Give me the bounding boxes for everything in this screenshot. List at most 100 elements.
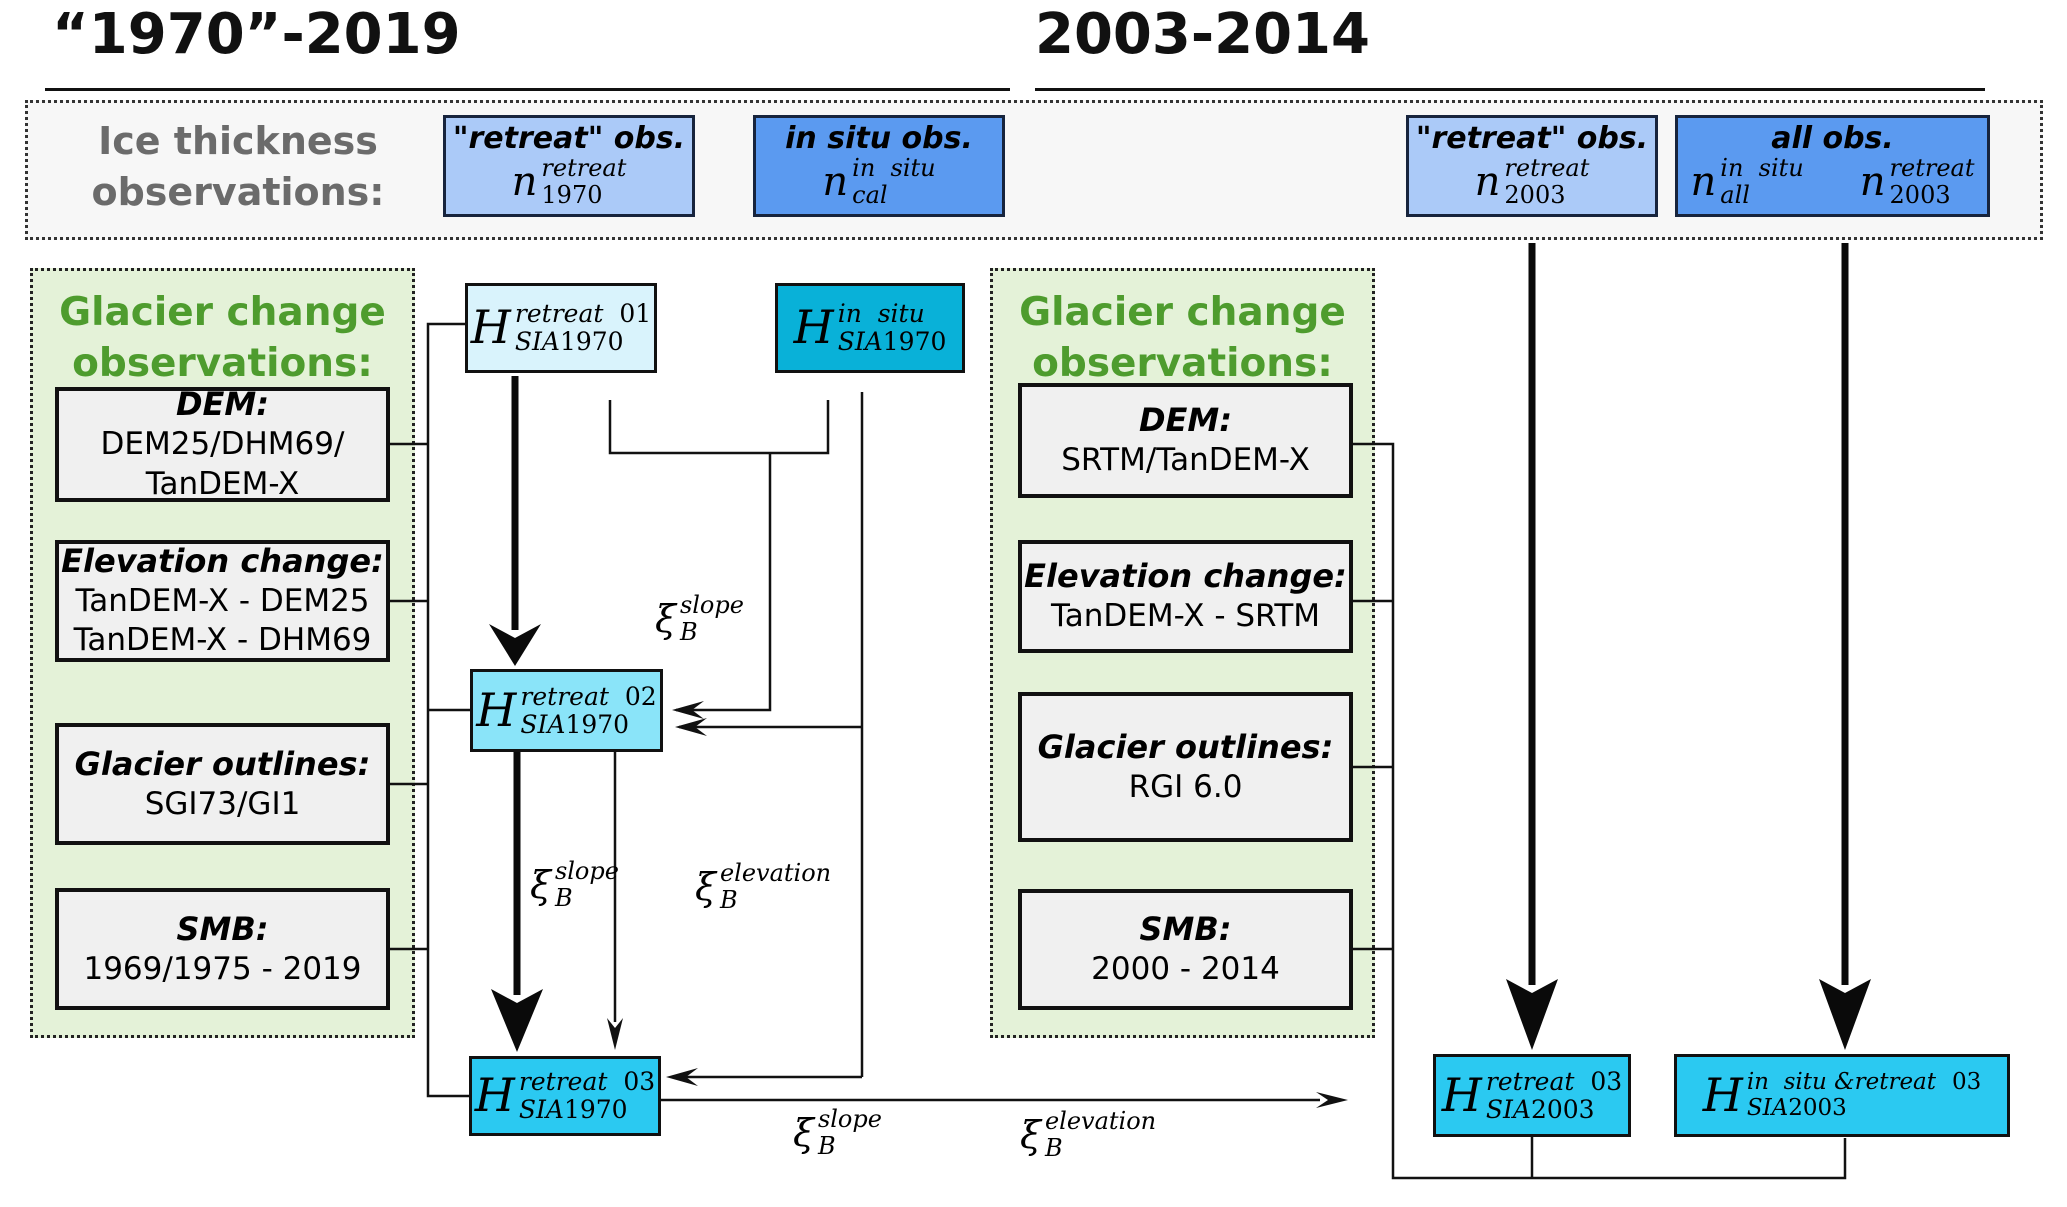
xi-sub: B [1044, 1133, 1063, 1162]
obs-box-insitu-cal: in situ obs. n in situ cal [753, 115, 1005, 217]
n-all-retreat-formula: n retreat 2003 [1860, 154, 1975, 209]
formula-sub-roman: 1970 [541, 180, 603, 209]
formula-sup-italic: in situ &retreat [1746, 1068, 1937, 1095]
formula-base: H [474, 1068, 515, 1123]
xi-sub: B [719, 885, 738, 914]
right-elevation-box: Elevation change: TanDEM-X - SRTM [1018, 540, 1353, 653]
xi-elevation-label-bottom: ξ elevation B [1020, 1108, 1156, 1162]
dem-heading: DEM: [175, 385, 270, 424]
xi-base: ξ [530, 862, 551, 907]
panel-title-line1: Glacier change [1019, 290, 1346, 335]
formula-sub-italic: SIA [1485, 1094, 1531, 1124]
slope-feedback-to-h02 [676, 453, 772, 712]
dem-line2: TanDEM-X [145, 465, 300, 502]
formula-sub-roman: 2003 [1788, 1094, 1847, 1121]
obs-box-retreat-1970: "retreat" obs. n retreat 1970 [443, 115, 695, 217]
formula-sub-roman: 2003 [1504, 180, 1566, 209]
left-smb-box: SMB: 1969/1975 - 2019 [55, 888, 390, 1010]
formula-sub-roman: 1970 [559, 327, 624, 356]
arrowhead-h02-h03 [607, 1018, 623, 1050]
elevation-heading: Elevation change: [61, 541, 384, 580]
n-retreat-1970-formula: n retreat 1970 [512, 154, 627, 209]
left-elevation-box: Elevation change: TanDEM-X - DEM25 TanDE… [55, 540, 390, 662]
formula-sup-italic: retreat [1504, 153, 1590, 182]
right-title-underline [1035, 88, 1985, 91]
obs-box-title: in situ obs. [785, 121, 973, 157]
panel-title-line2: observations: [1032, 340, 1333, 386]
formula-sup-italic: in situ [852, 153, 936, 182]
right-smb-box: SMB: 2000 - 2014 [1018, 889, 1353, 1010]
formula-sup-roman: 02 [624, 681, 657, 711]
arrowhead-elevation-h02 [675, 718, 707, 736]
ice-label-line1: Ice thickness [98, 119, 378, 163]
xi-slope-label-upper: ξ slope B [655, 592, 744, 646]
formula-sub-italic: all [1720, 180, 1750, 209]
formula-sup-italic: retreat [514, 299, 604, 328]
thick-arrow-all2003-head [1819, 979, 1871, 1050]
formula-sup-italic: retreat [520, 681, 609, 711]
formula-sub-roman: 1970 [565, 709, 630, 739]
xi-sup: slope [554, 857, 619, 885]
formula-sup-roman: 03 [1590, 1066, 1623, 1096]
smb-heading: SMB: [1139, 910, 1232, 949]
obs-box-retreat-2003: "retreat" obs. n retreat 2003 [1406, 115, 1658, 217]
panel-title-line2: observations: [72, 340, 373, 386]
dem-heading: DEM: [1138, 401, 1233, 440]
formula-base: H [470, 300, 511, 355]
formula-sub-roman: 1970 [882, 327, 947, 356]
outlines-line1: RGI 6.0 [1128, 768, 1243, 805]
ice-label-line2: observations: [91, 170, 385, 215]
formula-base: H [1702, 1067, 1743, 1122]
left-outlines-box: Glacier outlines: SGI73/GI1 [55, 723, 390, 845]
arrowhead-elevation-h03 [666, 1068, 698, 1086]
n-all-insitu-formula: n in situ all [1690, 154, 1804, 209]
formula-sub-italic: cal [852, 180, 888, 209]
outlines-heading: Glacier outlines: [74, 744, 371, 783]
formula-base: H [793, 300, 834, 355]
xi-slope-label-middle: ξ slope B [530, 858, 619, 912]
formula-sub-roman: 2003 [1889, 180, 1951, 209]
obs-box-title: all obs. [1771, 121, 1894, 157]
formula-sub-italic: SIA [514, 327, 560, 356]
thick-arrow-retreat2003-head [1506, 979, 1558, 1050]
right-outlines-box: Glacier outlines: RGI 6.0 [1018, 692, 1353, 842]
formula-sub-roman: 1970 [563, 1095, 628, 1124]
xi-sup: slope [679, 591, 744, 619]
formula-sup-italic: retreat [518, 1067, 608, 1096]
xi-slope-label-bottom: ξ slope B [793, 1106, 882, 1160]
obs-box-title: "retreat" obs. [452, 121, 686, 157]
formula-sub-italic: SIA [520, 709, 566, 739]
thin-connectors [390, 322, 1847, 1180]
right-dem-box: DEM: SRTM/TanDEM-X [1018, 383, 1353, 498]
smb-heading: SMB: [176, 909, 269, 948]
right-period-title: 2003-2014 [1035, 2, 1370, 67]
formula-sub-italic: SIA [518, 1095, 564, 1124]
xi-base: ξ [793, 1110, 814, 1155]
formula-sub-roman: 2003 [1530, 1094, 1595, 1124]
arrowhead-transfer-right [1316, 1092, 1348, 1108]
xi-sup: elevation [719, 859, 832, 887]
formula-sup-roman: 01 [619, 299, 652, 328]
arrowhead-slope-h02 [672, 701, 704, 719]
xi-base: ξ [655, 596, 676, 641]
formula-base: H [1441, 1067, 1482, 1122]
xi-sub: B [554, 883, 573, 912]
dem-line1: DEM25/DHM69/ [100, 426, 345, 463]
formula-base: n [1690, 158, 1717, 205]
dem-line1: SRTM/TanDEM-X [1061, 442, 1310, 479]
obs-box-title: "retreat" obs. [1415, 121, 1649, 157]
ice-observations-label: Ice thickness observations: [58, 116, 418, 219]
formula-sup-roman: 03 [1952, 1068, 1982, 1095]
left-title-underline [45, 88, 1010, 91]
smb-line1: 1969/1975 - 2019 [83, 950, 362, 987]
